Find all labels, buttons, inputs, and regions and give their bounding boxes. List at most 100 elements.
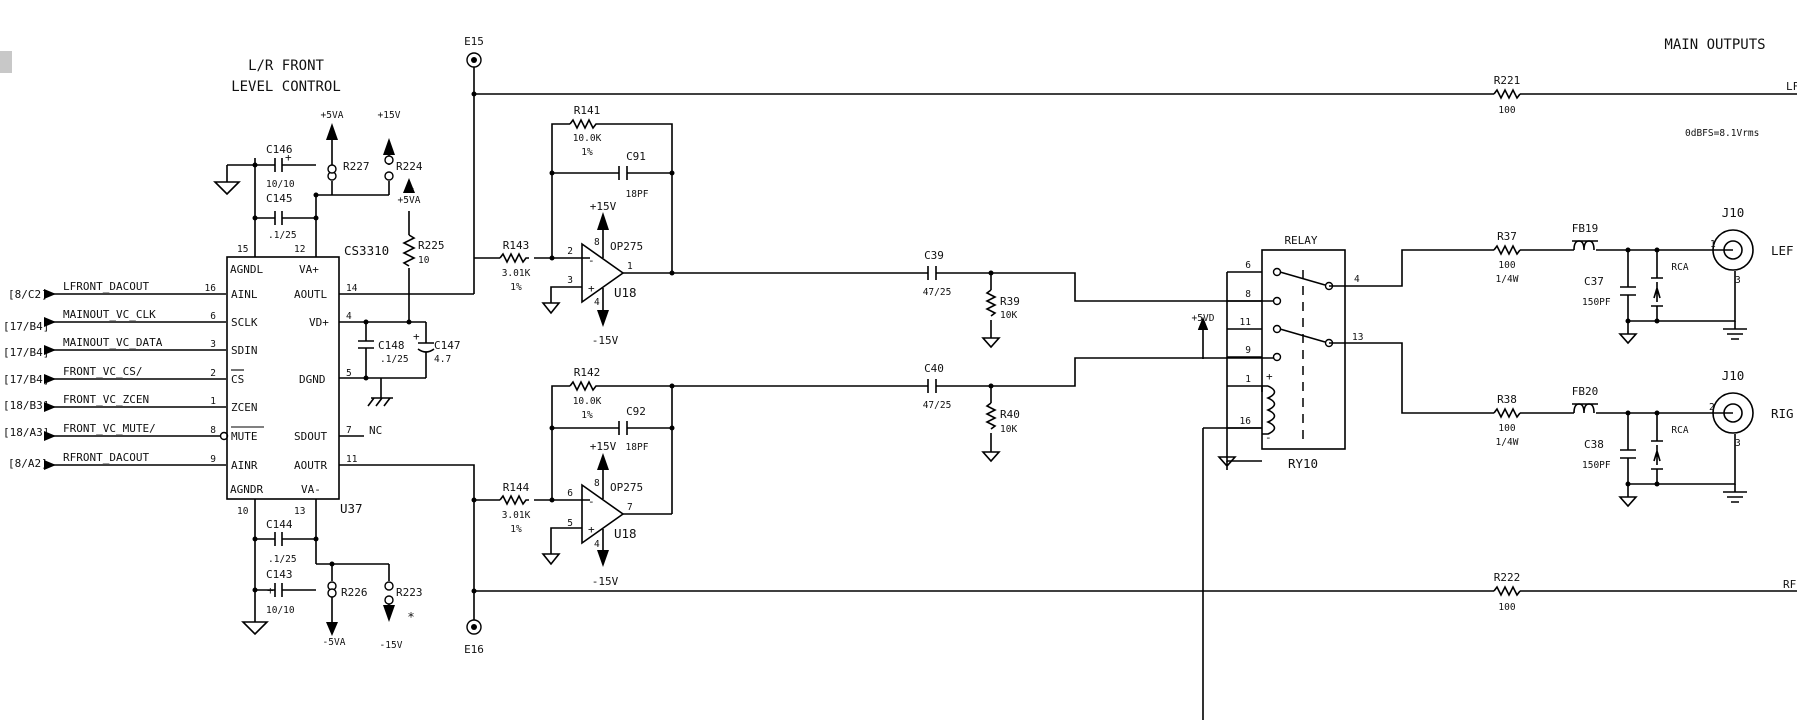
u37-ref-label: U37 — [340, 501, 363, 516]
svg-text:12: 12 — [294, 244, 305, 255]
pin-agndl: AGNDL — [230, 263, 263, 276]
pin-va-plus: VA+ — [299, 263, 319, 276]
r227-ref: R227 — [343, 160, 370, 173]
title-line-1: L/R FRONT — [248, 58, 324, 74]
svg-text:5: 5 — [346, 368, 352, 379]
title-line-2: LEVEL CONTROL — [231, 79, 341, 95]
c91-ref: C91 — [626, 150, 646, 163]
r142-ref: R142 — [574, 366, 601, 379]
pin-ainr: AINR — [231, 459, 258, 472]
opamp-bottom-part: OP275 — [610, 481, 643, 494]
svg-text:1: 1 — [1245, 374, 1251, 385]
input-ref: [18/A3] — [3, 426, 49, 439]
svg-text:+: + — [413, 330, 420, 343]
r37-power: 1/4W — [1496, 274, 1519, 285]
r222-value: 100 — [1498, 602, 1515, 613]
input-net-name: MAINOUT_VC_DATA — [63, 336, 163, 349]
input-net-name: MAINOUT_VC_CLK — [63, 308, 156, 321]
svg-text:1: 1 — [627, 261, 633, 272]
nc-label: NC — [369, 424, 382, 437]
opamp-bottom-vneg: -15V — [592, 575, 619, 588]
svg-text:2: 2 — [210, 368, 216, 379]
svg-text:+: + — [1266, 370, 1273, 383]
opamp-bottom-vpos: +15V — [590, 440, 617, 453]
e15-label: E15 — [464, 35, 484, 48]
input-net-name: FRONT_VC_MUTE/ — [63, 422, 156, 435]
c146-ref: C146 — [266, 143, 293, 156]
svg-text:4: 4 — [594, 539, 600, 550]
main-outputs-label: MAIN OUTPUTS — [1664, 37, 1765, 53]
c145-value: .1/25 — [268, 230, 297, 241]
u37-cs3310-chip: AGNDL VA+ AINL SCLK SDIN CS ZCEN MUTE AI… — [226, 243, 389, 517]
r37-ref: R37 — [1497, 230, 1517, 243]
fb20-ref: FB20 — [1572, 385, 1599, 398]
input-nets: [8/C2] [17/B4] [17/B4] [17/B4] [18/B3] [… — [3, 280, 229, 470]
svg-text:2: 2 — [567, 246, 573, 257]
svg-text:1: 1 — [1710, 239, 1716, 250]
relay-ry10: RELAY RY10 +5VD 6 8 11 9 1 16 + - 4 13 — [1192, 234, 1363, 720]
coupling-network: C39 47/25 R39 10K C40 47/25 R40 10K — [672, 249, 1274, 463]
pin-aoutl: AOUTL — [294, 288, 327, 301]
input-ref: [18/B3] — [3, 399, 49, 412]
svg-text:6: 6 — [210, 311, 216, 322]
svg-text:+: + — [267, 584, 274, 597]
c147-value: 4.7 — [434, 354, 451, 365]
svg-text:15: 15 — [237, 244, 248, 255]
opamp-stage-top: R143 3.01K 1% R141 10.0K 1% C91 18PF - +… — [474, 104, 675, 347]
input-ref: [8/A2] — [8, 457, 48, 470]
r142-value: 10.0K — [573, 396, 602, 407]
j10-bottom-ref: J10 — [1722, 368, 1745, 383]
output-filter-top: R37 100 1/4W FB19 C37 150PF RCA J10 1 3 … — [1345, 205, 1794, 345]
c38-value: 150PF — [1582, 460, 1611, 471]
input-net-name: LFRONT_DACOUT — [63, 280, 149, 293]
relay-label: RELAY — [1284, 234, 1317, 247]
svg-text:13: 13 — [294, 506, 305, 517]
0dbfs-note: 0dBFS=8.1Vrms — [1685, 128, 1759, 139]
j10-bottom-type: RCA — [1671, 425, 1688, 436]
c92-value: 18PF — [626, 442, 649, 453]
pin-mute: MUTE — [231, 430, 258, 443]
r225-ref: R225 — [418, 239, 445, 252]
svg-text:+: + — [588, 523, 595, 536]
input-ref: [17/B4] — [3, 373, 49, 386]
opamp-top-vneg: -15V — [592, 334, 619, 347]
svg-text:16: 16 — [205, 283, 217, 294]
e16-label: E16 — [464, 643, 484, 656]
c146-value: 10/10 — [266, 179, 295, 190]
relay-ref: RY10 — [1288, 456, 1318, 471]
svg-text:8: 8 — [210, 425, 216, 436]
r226-ref: R226 — [341, 586, 368, 599]
c39-value: 47/25 — [923, 287, 952, 298]
r223-ref: R223 — [396, 586, 423, 599]
pin-sdin: SDIN — [231, 344, 258, 357]
c145-ref: C145 — [266, 192, 293, 205]
supply-n5va: -5VA — [323, 637, 346, 648]
svg-text:-: - — [588, 495, 595, 508]
page-tab-marker — [0, 51, 12, 73]
c40-value: 47/25 — [923, 400, 952, 411]
c37-value: 150PF — [1582, 297, 1611, 308]
pin-sclk: SCLK — [231, 316, 258, 329]
r141-tol: 1% — [581, 147, 593, 158]
input-ref: [8/C2] — [8, 288, 48, 301]
input-net-name: RFRONT_DACOUT — [63, 451, 149, 464]
j10-top-ref: J10 — [1722, 205, 1745, 220]
svg-text:10: 10 — [237, 506, 249, 517]
r38-power: 1/4W — [1496, 437, 1519, 448]
relay-vd-supply: +5VD — [1192, 313, 1215, 324]
r144-ref: R144 — [503, 481, 530, 494]
vd-supply-network: +5VA R225 10 + C148 .1/25 C147 4.7 — [339, 178, 461, 407]
c144-value: .1/25 — [268, 554, 297, 565]
c91-value: 18PF — [626, 189, 649, 200]
r39-value: 10K — [1000, 310, 1017, 321]
c147-ref: C147 — [434, 339, 461, 352]
r40-value: 10K — [1000, 424, 1017, 435]
c144-ref: C144 — [266, 518, 293, 531]
c40-ref: C40 — [924, 362, 944, 375]
pin-dgnd: DGND — [299, 373, 326, 386]
r141-ref: R141 — [574, 104, 601, 117]
bottom-decoupling: C144 .1/25 C143 + 10/10 R226 R223 -5VA -… — [241, 499, 423, 651]
svg-text:4: 4 — [1354, 274, 1360, 285]
input-ref: [17/B4] — [3, 346, 49, 359]
